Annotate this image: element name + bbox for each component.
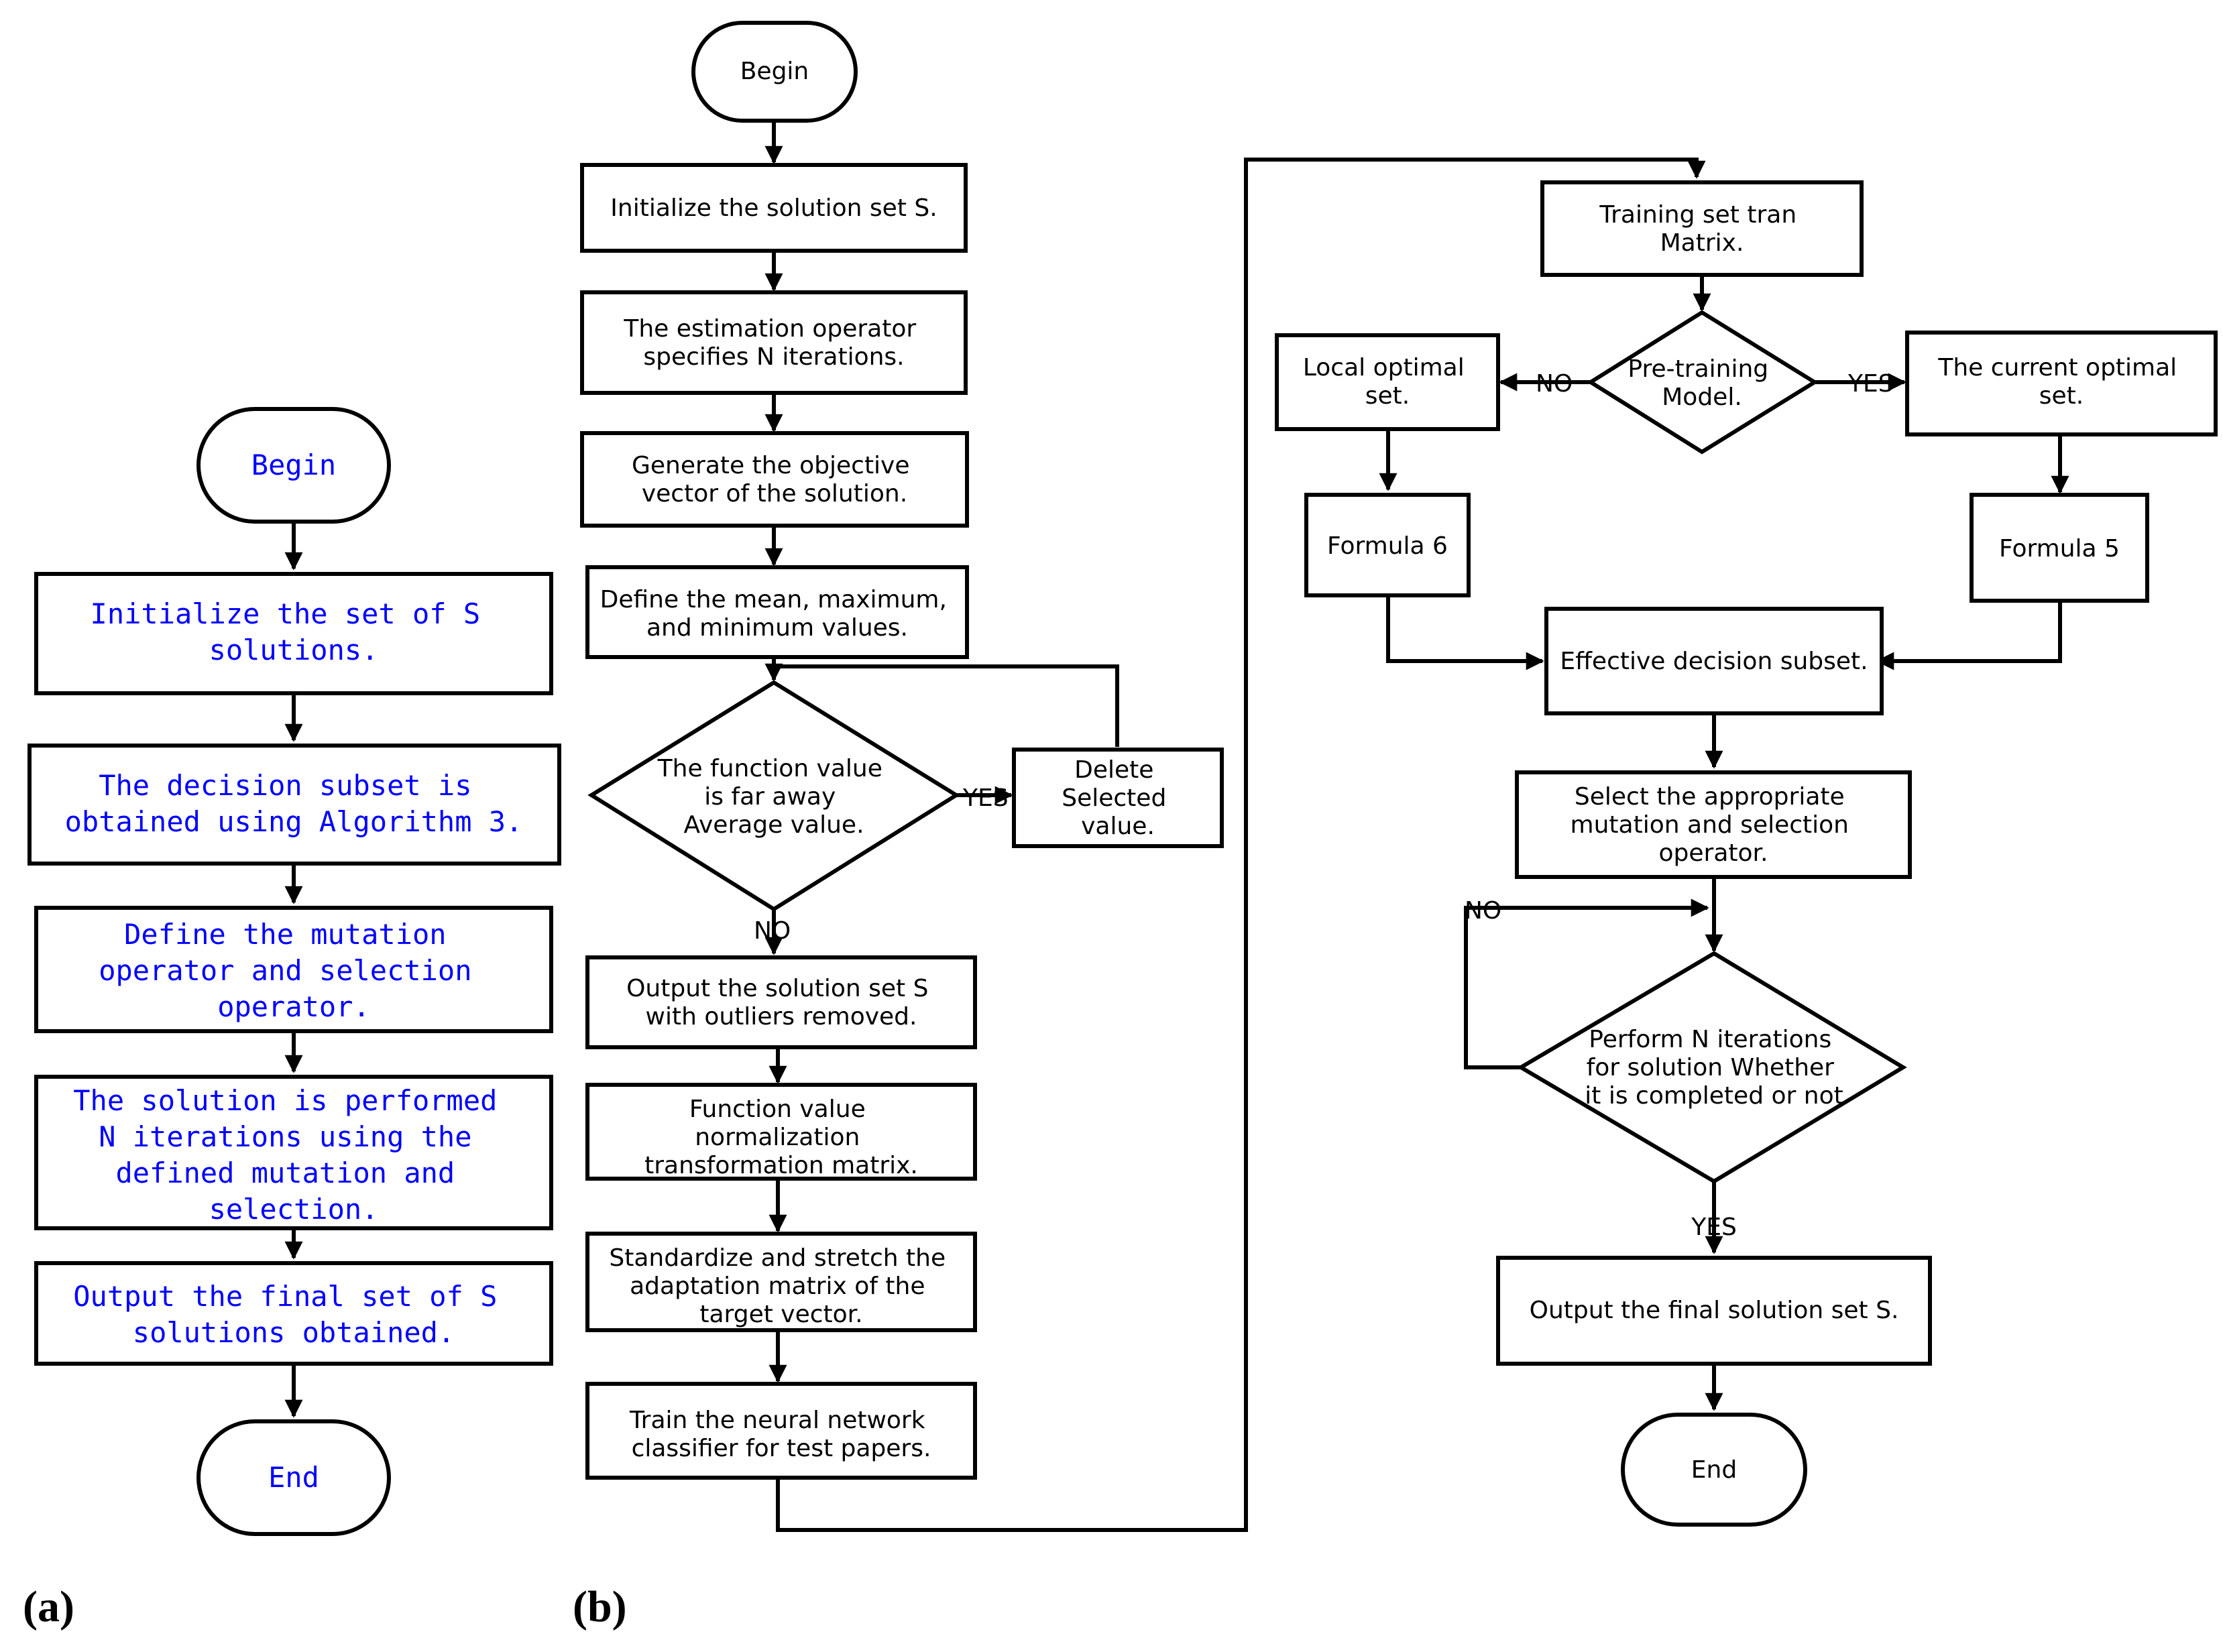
b-step-effective-subset-text: Effective decision subset. bbox=[1560, 648, 1868, 675]
b-step-formula5-text: Formula 5 bbox=[1999, 535, 2120, 563]
panel-b: Begin Initialize the solution set S. The… bbox=[573, 21, 2218, 1631]
b-step-standardize bbox=[585, 1232, 977, 1332]
b-end-terminal bbox=[1621, 1413, 1807, 1527]
b-decision-no-label: NO bbox=[754, 917, 791, 945]
b-arrow-formula6-effective bbox=[1386, 595, 1544, 670]
b-step-train-text: Train the neural network classifier for … bbox=[629, 1407, 933, 1462]
b-step-standardize-text: Standardize and stretch the adaptation m… bbox=[609, 1244, 953, 1328]
b-decision-iterations bbox=[1517, 951, 1907, 1184]
a-step-output-final bbox=[34, 1261, 553, 1366]
b-step-define-values bbox=[585, 565, 969, 659]
b-step-local-optimal-text: Local optimal set. bbox=[1303, 354, 1472, 410]
b-step-initialize-text: Initialize the solution set S. bbox=[610, 194, 937, 222]
a-begin-terminal bbox=[196, 407, 391, 524]
b-step-delete-selected bbox=[1012, 748, 1224, 848]
a-step-decision-subset-text: The decision subset is obtained using Al… bbox=[65, 769, 523, 838]
b-iterations-no-label: NO bbox=[1465, 897, 1501, 925]
b-begin-label: Begin bbox=[740, 58, 809, 85]
b-step-normalization bbox=[585, 1083, 977, 1181]
b-step-normalization-text: Function value normalization transformat… bbox=[644, 1096, 918, 1179]
b-step-define-values-text: Define the mean, maximum, and minimum va… bbox=[600, 586, 955, 642]
b-step-formula5 bbox=[1970, 493, 2149, 603]
b-arrow-formula5-effective bbox=[1876, 601, 2062, 670]
a-step-decision-subset bbox=[27, 744, 561, 866]
b-step-output-final-text: Output the final solution set S. bbox=[1530, 1297, 1899, 1324]
b-step-output-outliers bbox=[585, 955, 977, 1049]
b-step-local-optimal bbox=[1275, 333, 1500, 431]
b-step-objective-text: Generate the objective vector of the sol… bbox=[632, 452, 917, 508]
a-end-terminal bbox=[196, 1419, 391, 1536]
a-end-label: End bbox=[268, 1461, 319, 1494]
b-step-training-set bbox=[1540, 180, 1864, 277]
b-decision-iterations-text: Perform N iterations for solution Whethe… bbox=[1585, 1026, 1843, 1110]
b-pretraining-yes-label: YES bbox=[1847, 370, 1894, 398]
b-decision-pretraining-text: Pre-training Model. bbox=[1628, 355, 1776, 411]
b-step-initialize bbox=[580, 163, 968, 253]
b-step-formula6 bbox=[1304, 493, 1471, 597]
a-step-initialize-text: Initialize the set of S solutions. bbox=[91, 597, 498, 666]
b-line-iterations-loop bbox=[1464, 898, 1709, 1069]
b-iterations-yes-label: YES bbox=[1691, 1214, 1737, 1241]
b-step-output-outliers-text: Output the solution set S with outliers … bbox=[626, 975, 936, 1030]
b-pretraining-no-label: NO bbox=[1536, 370, 1573, 398]
b-step-effective-subset bbox=[1544, 607, 1884, 715]
b-step-formula6-text: Formula 6 bbox=[1327, 532, 1448, 560]
b-step-select-operator bbox=[1515, 770, 1912, 879]
b-step-delete-selected-text: Delete Selected value. bbox=[1062, 756, 1174, 840]
a-step-output-final-text: Output the final set of S solutions obta… bbox=[73, 1280, 514, 1349]
b-step-current-optimal-text: The current optimal set. bbox=[1937, 354, 2184, 410]
b-end-label: End bbox=[1691, 1456, 1737, 1484]
b-decision-function-value-text: The function value is far away Average v… bbox=[657, 755, 891, 839]
a-step-iterations bbox=[34, 1075, 553, 1230]
b-step-objective bbox=[580, 431, 969, 528]
a-step-initialize bbox=[34, 572, 553, 695]
panel-a-label: (a) bbox=[23, 1582, 74, 1631]
b-decision-function-value bbox=[587, 680, 960, 912]
b-line-delete-return bbox=[774, 664, 1119, 747]
b-step-training-set-text: Training set tran Matrix. bbox=[1599, 201, 1804, 257]
a-step-iterations-text: The solution is performed N iterations u… bbox=[73, 1084, 514, 1226]
a-begin-label: Begin bbox=[251, 449, 336, 481]
a-step-define-operator bbox=[34, 906, 553, 1033]
b-step-current-optimal bbox=[1905, 331, 2218, 436]
b-begin-terminal bbox=[691, 21, 858, 123]
b-step-output-final bbox=[1496, 1256, 1932, 1366]
b-step-estimation-text: The estimation operator specifies N iter… bbox=[623, 315, 923, 371]
panel-b-label: (b) bbox=[573, 1582, 627, 1631]
b-step-select-operator-text: Select the appropriate mutation and sele… bbox=[1571, 783, 1857, 867]
b-line-train-to-training-set bbox=[776, 158, 1706, 1532]
panel-a: Begin Initialize the set of S solutions.… bbox=[23, 407, 561, 1631]
b-decision-pretraining bbox=[1587, 310, 1819, 455]
b-step-estimation bbox=[580, 290, 968, 395]
b-decision-yes-label: YES bbox=[962, 784, 1009, 812]
a-step-define-operator-text: Define the mutation operator and selecti… bbox=[99, 918, 489, 1023]
b-step-train bbox=[585, 1382, 977, 1480]
